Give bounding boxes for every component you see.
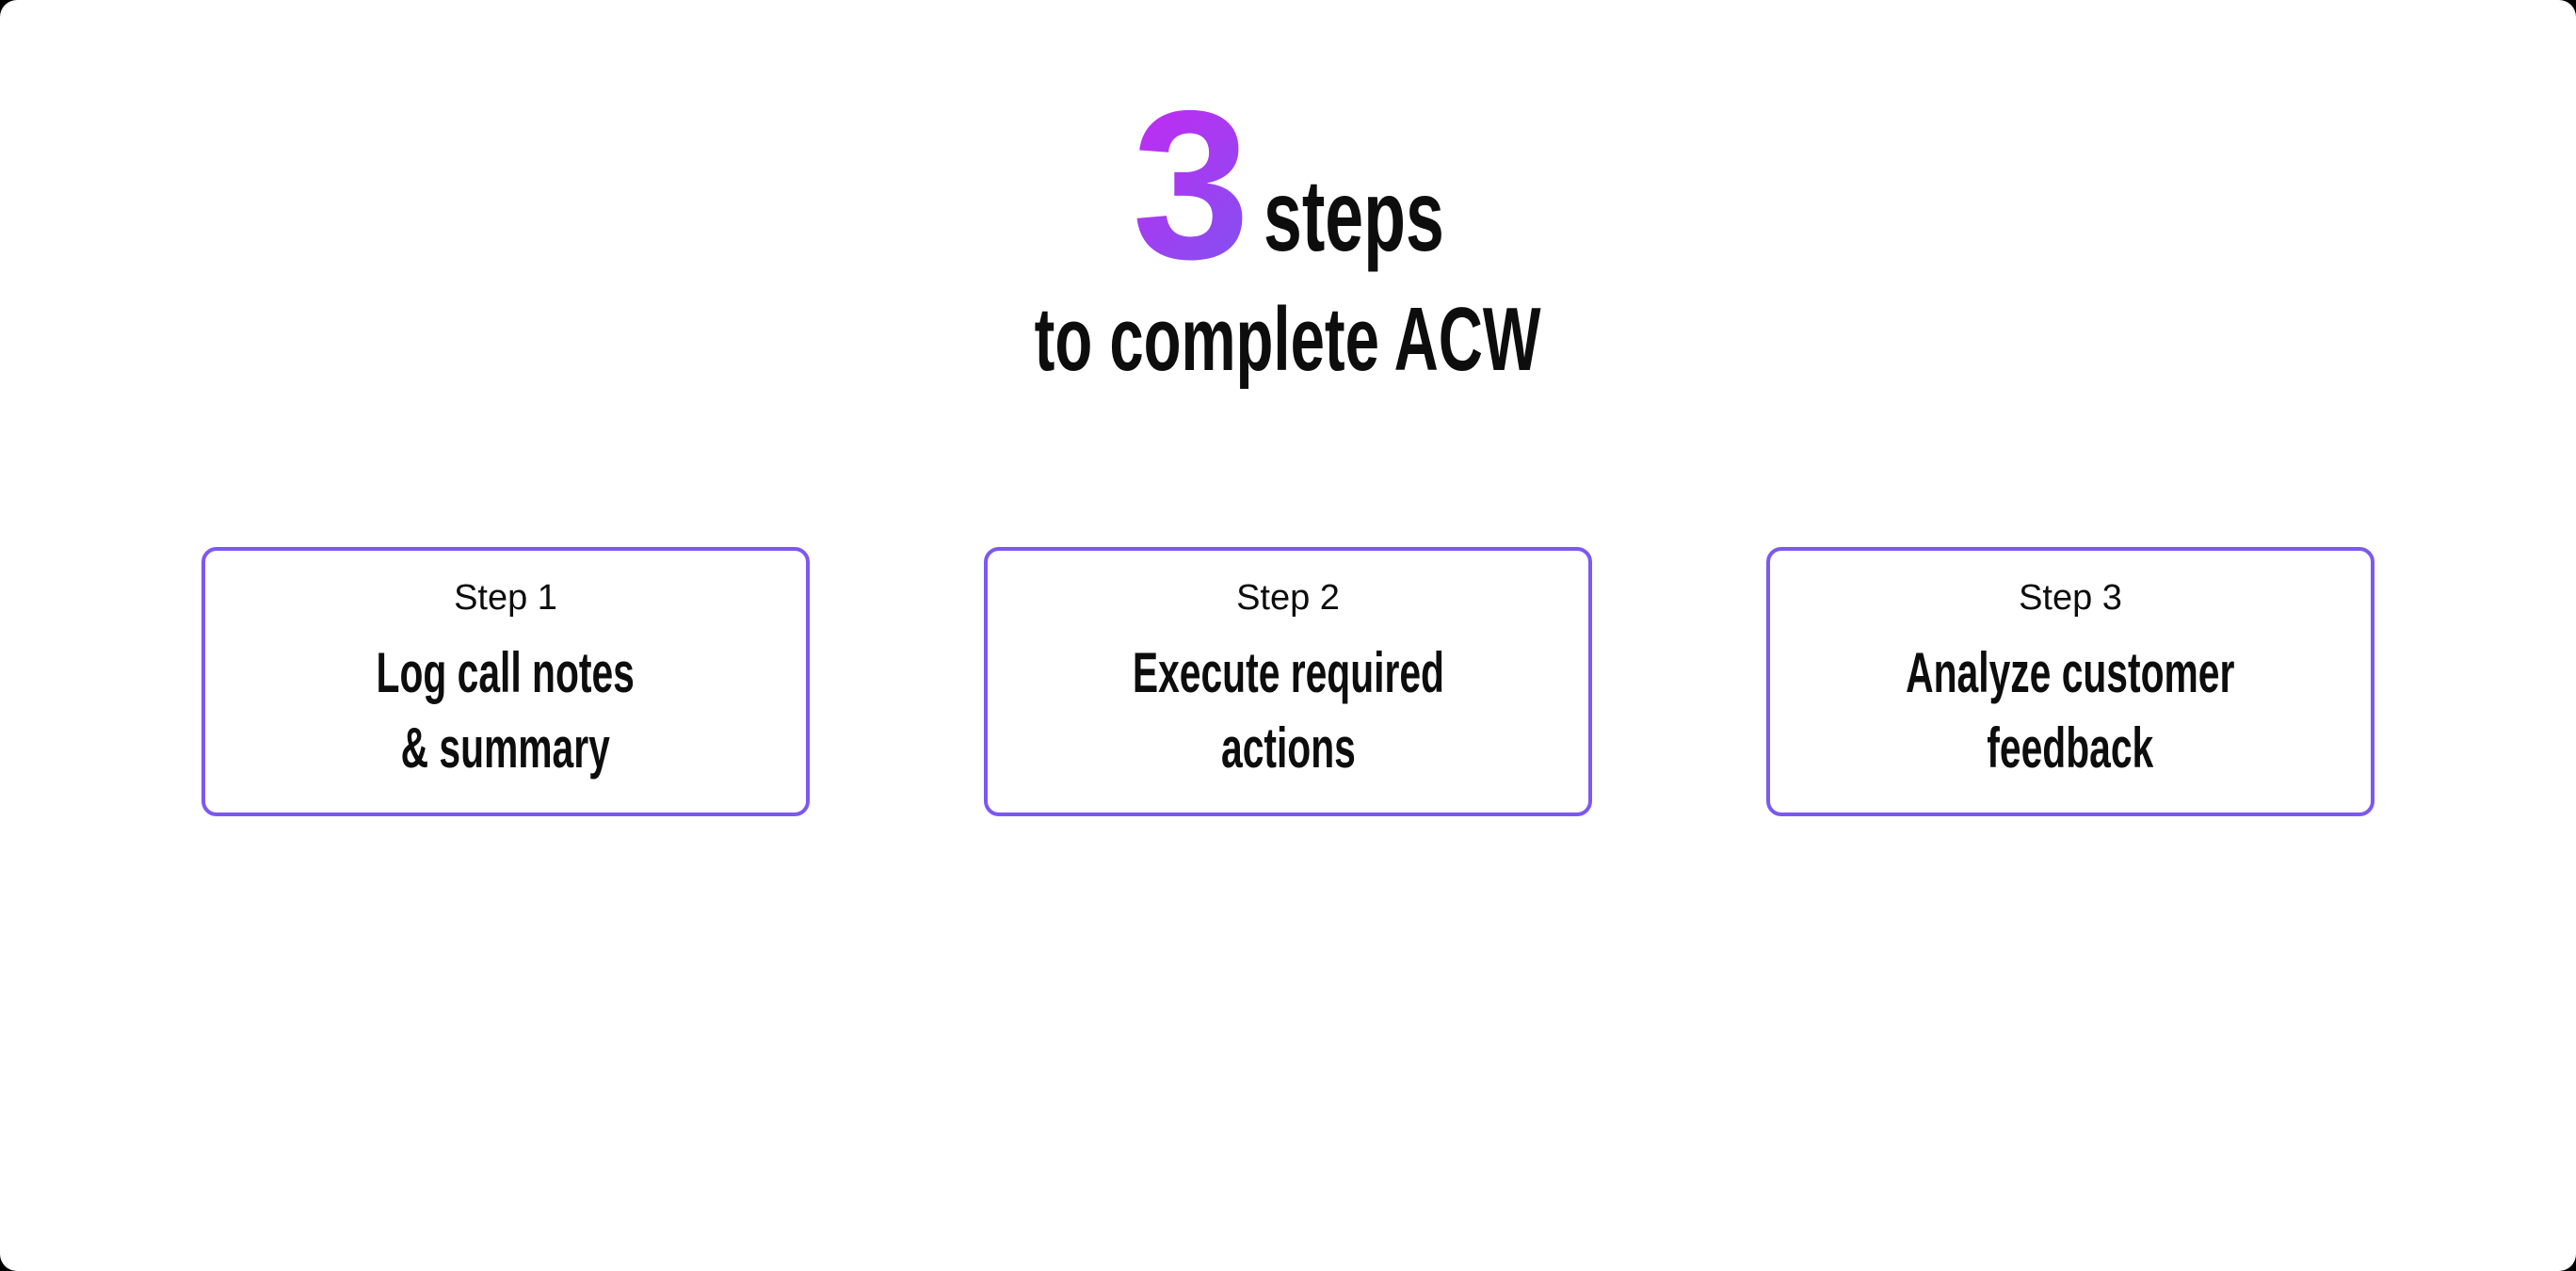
title-steps-line: 3 steps: [0, 79, 2576, 291]
step-description: Execute required actions: [1132, 641, 1444, 780]
title-subtitle-wrap: to complete ACW: [0, 290, 2576, 390]
step-card-3: Step 3 Analyze customer feedback: [1766, 547, 2375, 816]
step-card-2: Step 2 Execute required actions: [984, 547, 1592, 816]
step-description: Analyze customer feedback: [1906, 641, 2235, 780]
title-number: 3: [1132, 66, 1250, 303]
step-card-1: Step 1 Log call notes & summary: [201, 547, 810, 816]
step-description: Log call notes & summary: [376, 641, 636, 780]
steps-row: Step 1 Log call notes & summary Step 2 E…: [0, 547, 2576, 816]
step-label: Step 3: [2019, 578, 2122, 619]
step-label: Step 1: [454, 578, 557, 619]
title-subtitle: to complete ACW: [1035, 289, 1541, 390]
title-word-steps: steps: [1263, 158, 1444, 272]
step-label: Step 2: [1236, 578, 1340, 619]
